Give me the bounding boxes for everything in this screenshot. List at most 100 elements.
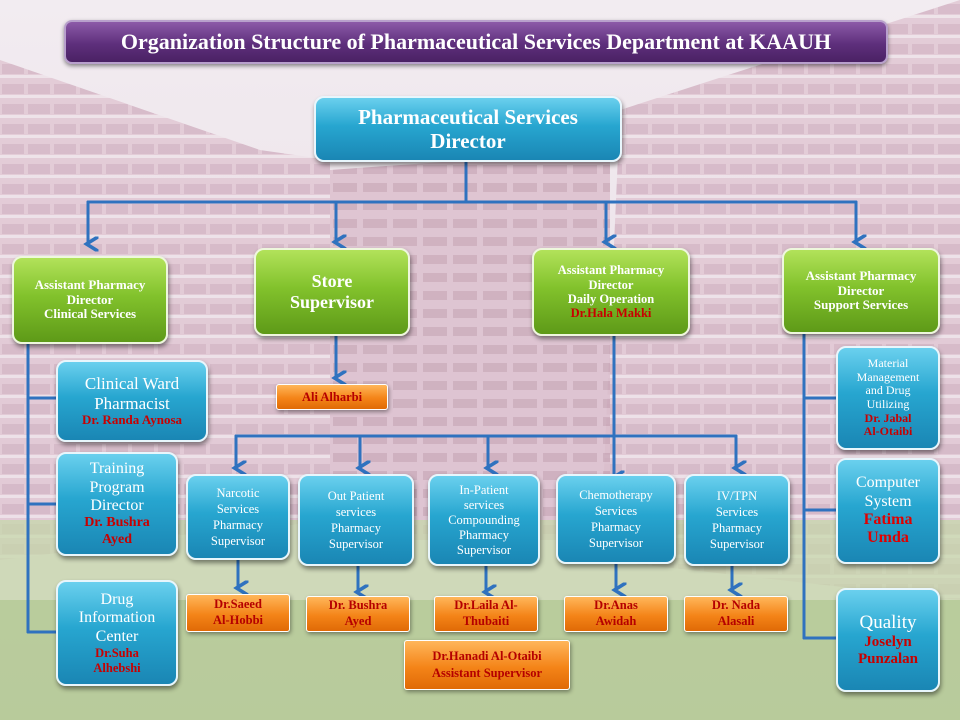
material-name1: Dr. Jabal	[864, 410, 912, 425]
outpatient-person1: Dr. Bushra	[328, 598, 388, 613]
training-role2: Program	[89, 478, 145, 496]
page-title-text: Organization Structure of Pharmaceutical…	[120, 29, 832, 55]
ivtpn-line2: Services	[715, 504, 759, 519]
daily-line1: Assistant Pharmacy	[557, 263, 665, 278]
narcotic-line1: Narcotic	[216, 485, 260, 500]
inpatient-person2: Thubaiti	[462, 614, 510, 628]
daily-line2: Director	[588, 277, 634, 292]
drug-info-name2: Alhebshi	[93, 660, 141, 675]
store-line1: Store	[311, 271, 353, 292]
drug-info-name1: Dr.Suha	[95, 646, 139, 661]
support-line1: Assistant Pharmacy	[805, 267, 917, 283]
chemo-person1: Dr.Anas	[594, 598, 638, 613]
store-person-box: Ali Alharbi	[276, 384, 388, 410]
clinical-line3: Clinical Services	[43, 306, 137, 322]
quality-line1: Quality	[859, 611, 917, 633]
clinical-line2: Director	[66, 291, 114, 307]
ivtpn-line1: IV/TPN	[716, 488, 758, 503]
inpatient-line1: In-Patient	[459, 482, 509, 497]
inpatient-line2: services	[463, 497, 505, 512]
daily-operation-box: Assistant Pharmacy Director Daily Operat…	[532, 248, 690, 336]
outpatient-supervisor-name-box: Dr. Bushra Ayed	[306, 596, 410, 632]
assistant-supervisor-role: Assistant Supervisor	[431, 666, 543, 680]
narcotic-person1: Dr.Saeed	[214, 597, 262, 612]
store-supervisor-box: Store Supervisor	[254, 248, 410, 336]
narcotic-line3: Pharmacy	[213, 518, 263, 532]
daily-line3: Daily Operation	[567, 292, 655, 306]
narcotic-services-box: Narcotic Services Pharmacy Supervisor	[186, 474, 290, 560]
computer-name1: Fatima	[863, 511, 913, 528]
material-name2: Al-Otaibi	[863, 424, 913, 439]
clinical-line1: Assistant Pharmacy	[34, 276, 146, 292]
support-line3: Support Services	[813, 297, 909, 313]
computer-line2: System	[864, 492, 912, 510]
support-line2: Director	[837, 282, 885, 298]
chemo-line3: Pharmacy	[591, 520, 641, 534]
outpatient-line4: Supervisor	[328, 537, 384, 552]
inpatient-supervisor-name-box: Dr.Laila Al- Thubaiti	[434, 596, 538, 632]
ivtpn-person1: Dr. Nada	[711, 598, 761, 613]
computer-name2: Umda	[867, 529, 909, 547]
assistant-supervisor-name: Dr.Hanadi Al-Otaibi	[432, 649, 542, 664]
clinical-ward-pharmacist-box: Clinical Ward Pharmacist Dr. Randa Aynos…	[56, 360, 208, 442]
drug-information-center-box: Drug Information Center Dr.Suha Alhebshi	[56, 580, 178, 686]
training-role1: Training	[89, 460, 145, 478]
narcotic-line2: Services	[216, 501, 260, 516]
inpatient-line3: Compounding	[448, 512, 520, 527]
outpatient-line1: Out Patient	[327, 488, 385, 503]
computer-system-box: Computer System Fatima Umda	[836, 458, 940, 564]
assistant-supervisor-box: Dr.Hanadi Al-Otaibi Assistant Supervisor	[404, 640, 570, 690]
ivtpn-person2: Alasali	[717, 614, 755, 628]
material-line3: and Drug	[865, 383, 911, 398]
clinical-ward-role1: Clinical Ward	[84, 373, 180, 393]
quality-box: Quality Joselyn Punzalan	[836, 588, 940, 692]
iv-tpn-services-box: IV/TPN Services Pharmacy Supervisor	[684, 474, 790, 566]
drug-info-role3: Center	[95, 627, 139, 645]
inpatient-line5: Supervisor	[456, 542, 512, 557]
material-line4: Utilizing	[866, 397, 910, 411]
outpatient-line2: services	[335, 504, 377, 519]
director-line2: Director	[430, 129, 506, 153]
inpatient-line4: Pharmacy	[459, 527, 509, 542]
clinical-ward-name: Dr. Randa Aynosa	[81, 412, 183, 428]
chemo-line2: Services	[594, 503, 638, 518]
clinical-services-box: Assistant Pharmacy Director Clinical Ser…	[12, 256, 168, 344]
material-management-box: Material Management and Drug Utilizing D…	[836, 346, 940, 450]
ivtpn-line3: Pharmacy	[712, 521, 762, 535]
outpatient-person2: Ayed	[344, 614, 372, 628]
daily-director-name: Dr.Hala Makki	[570, 306, 652, 321]
director-box: Pharmaceutical Services Director	[314, 96, 622, 162]
narcotic-supervisor-name-box: Dr.Saeed Al-Hobbi	[186, 594, 290, 632]
quality-name2: Punzalan	[857, 650, 918, 667]
computer-line1: Computer	[856, 474, 920, 492]
chemo-line4: Supervisor	[588, 536, 644, 551]
store-line2: Supervisor	[289, 292, 374, 312]
chemo-person2: Awidah	[595, 614, 637, 628]
training-program-director-box: Training Program Director Dr. Bushra Aye…	[56, 452, 178, 556]
drug-info-role1: Drug	[100, 591, 134, 609]
narcotic-person2: Al-Hobbi	[212, 613, 263, 627]
training-name1: Dr. Bushra	[84, 515, 150, 531]
drug-info-role2: Information	[78, 609, 156, 627]
page-title: Organization Structure of Pharmaceutical…	[64, 20, 888, 64]
narcotic-line4: Supervisor	[210, 534, 266, 549]
training-name2: Ayed	[101, 531, 133, 547]
quality-name1: Joselyn	[864, 633, 912, 650]
inpatient-services-box: In-Patient services Compounding Pharmacy…	[428, 474, 540, 566]
store-person-name: Ali Alharbi	[301, 389, 363, 404]
chemo-line1: Chemotherapy	[579, 487, 653, 502]
material-line1: Material	[867, 356, 909, 371]
clinical-ward-role2: Pharmacist	[94, 393, 170, 413]
ivtpn-supervisor-name-box: Dr. Nada Alasali	[684, 596, 788, 632]
outpatient-line3: Pharmacy	[331, 521, 381, 535]
inpatient-person1: Dr.Laila Al-	[454, 598, 518, 613]
ivtpn-line4: Supervisor	[709, 537, 765, 552]
outpatient-services-box: Out Patient services Pharmacy Supervisor	[298, 474, 414, 566]
training-role3: Director	[90, 497, 144, 515]
chemotherapy-services-box: Chemotherapy Services Pharmacy Superviso…	[556, 474, 676, 564]
material-line2: Management	[856, 369, 920, 384]
director-line1: Pharmaceutical Services	[358, 104, 578, 129]
chemo-supervisor-name-box: Dr.Anas Awidah	[564, 596, 668, 632]
support-services-box: Assistant Pharmacy Director Support Serv…	[782, 248, 940, 334]
